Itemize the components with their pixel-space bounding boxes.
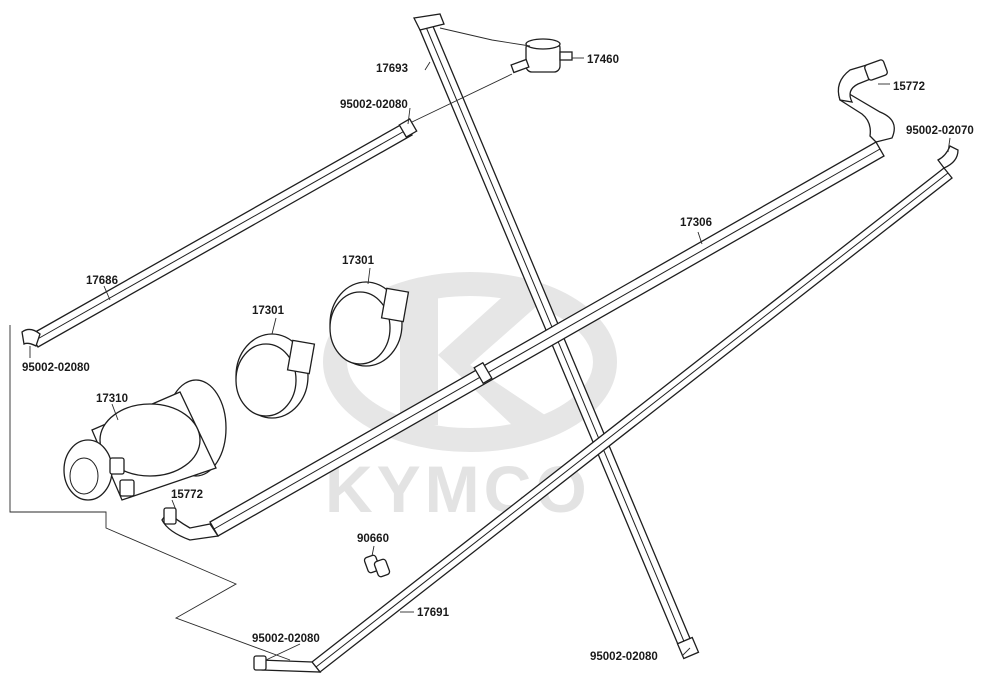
- tube-17306: [209, 59, 895, 537]
- label-17691: 17691: [417, 607, 450, 619]
- label-95002-02080-left: 95002-02080: [22, 362, 90, 374]
- clip-90660: [363, 554, 391, 578]
- label-17301-upper: 17301: [342, 255, 375, 267]
- label-17686: 17686: [86, 275, 118, 287]
- label-95002-02080-right: 95002-02080: [590, 651, 658, 663]
- label-17301-lower: 17301: [252, 305, 285, 317]
- label-17306: 17306: [680, 217, 712, 229]
- label-15772-bottom: 15772: [171, 489, 203, 501]
- label-15772-top: 15772: [893, 81, 925, 93]
- valve-17460: [510, 38, 573, 74]
- clamp-17301-lower: [235, 333, 316, 419]
- tube-17686: [21, 118, 418, 348]
- label-17693: 17693: [376, 63, 408, 75]
- label-95002-02070: 95002-02070: [906, 125, 974, 137]
- assembly-frame-lines: [9, 27, 531, 661]
- label-95002-02080-bottom: 95002-02080: [252, 633, 320, 645]
- part-labels: 17693 17460 15772 95002-02080 95002-0207…: [22, 54, 974, 663]
- clamp-17301-upper: [329, 281, 410, 367]
- label-17310: 17310: [96, 393, 128, 405]
- tube-17691: [253, 145, 959, 673]
- label-90660: 90660: [357, 533, 389, 545]
- leader-lines: [29, 57, 951, 661]
- label-17460: 17460: [587, 54, 619, 66]
- canister-17310: [63, 379, 227, 501]
- hose-15772-lower: [161, 507, 220, 541]
- label-95002-02080-top: 95002-02080: [340, 99, 408, 111]
